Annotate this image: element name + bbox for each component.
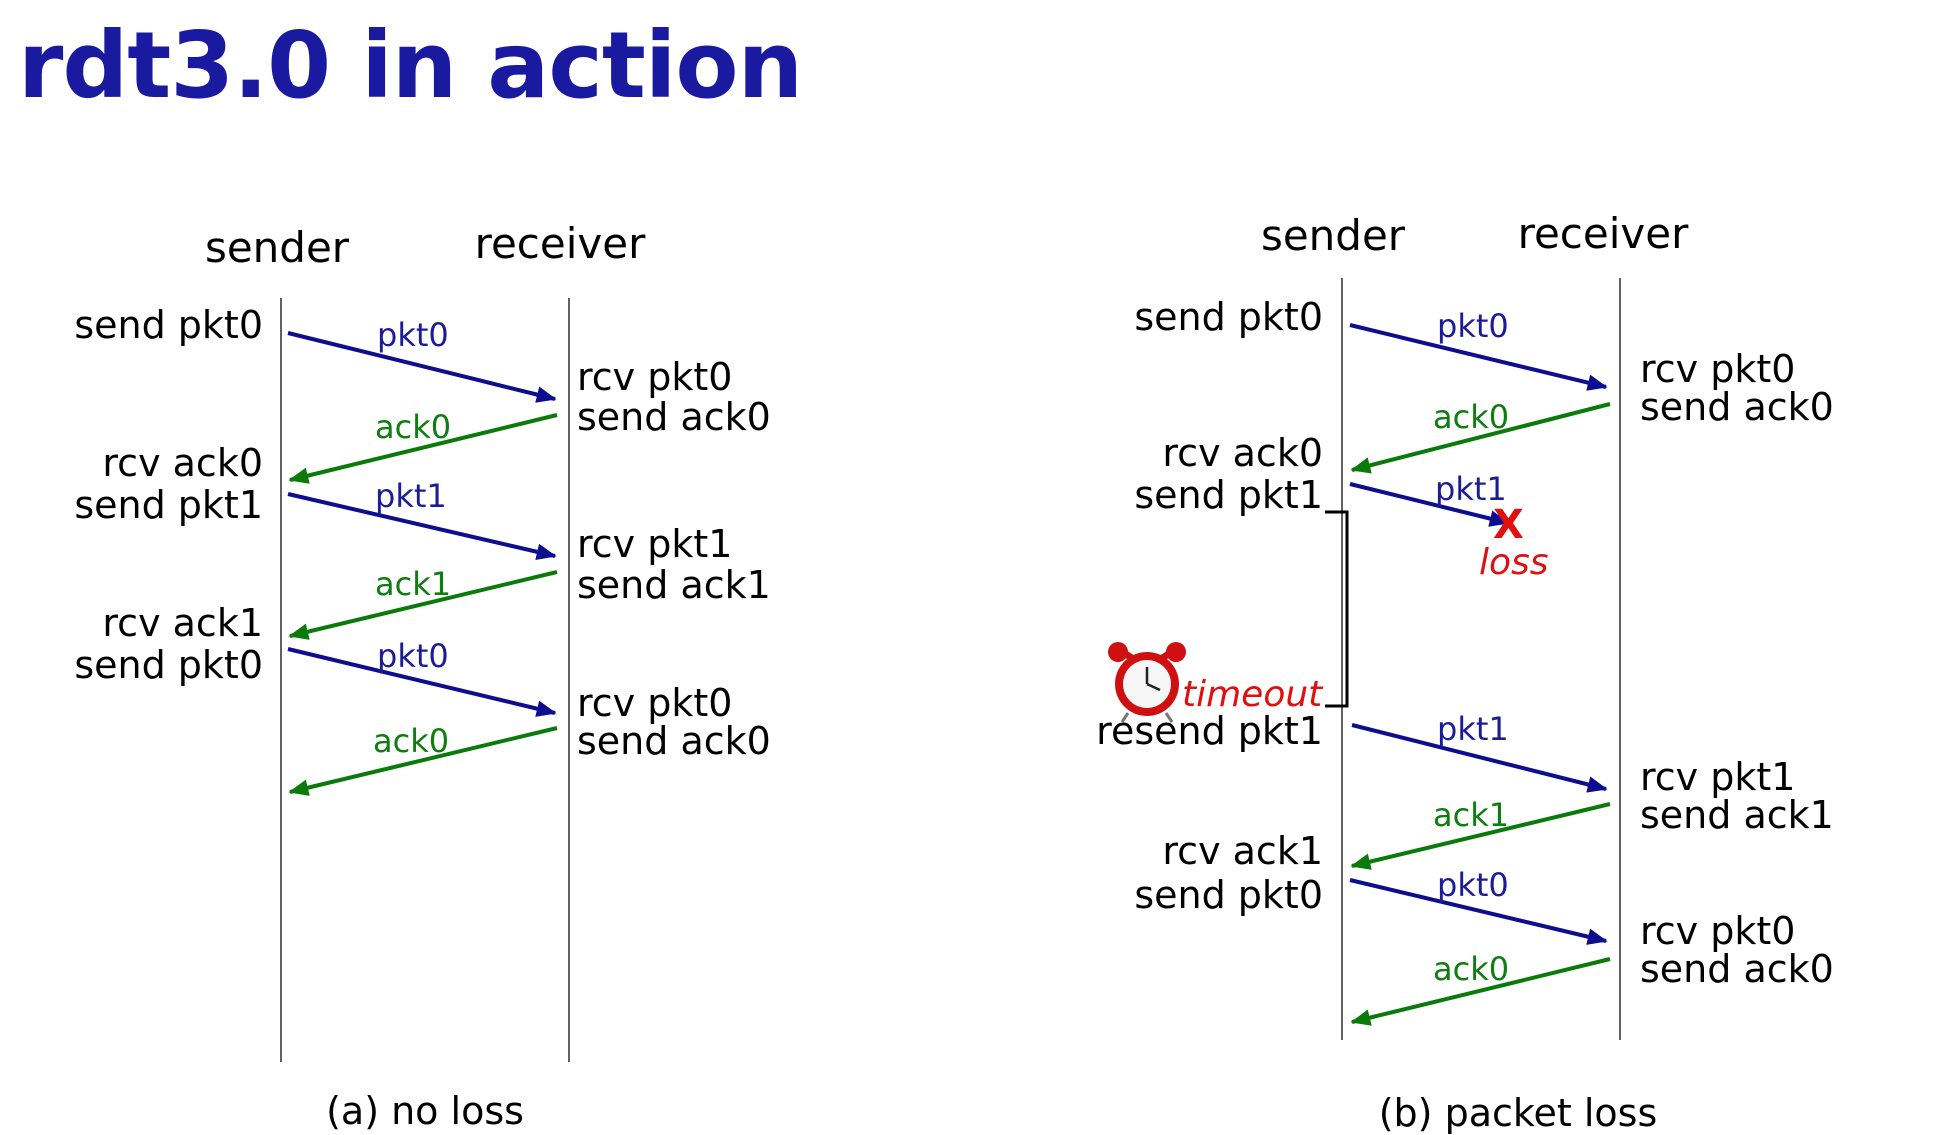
sender-event: send pkt0 [1134, 873, 1323, 917]
receiver-heading: receiver [1518, 209, 1689, 258]
sender-event: send pkt1 [74, 483, 263, 527]
receiver-heading: receiver [475, 219, 646, 268]
panel-b: sender receiver send pkt0 rcv ack0 send … [1096, 209, 1834, 1135]
receiver-event: send ack0 [1640, 947, 1834, 991]
pkt1-arrow [287, 492, 557, 560]
receiver-event: rcv pkt0 [577, 355, 732, 399]
receiver-event: send ack1 [577, 563, 771, 607]
loss-label: loss [1479, 542, 1549, 583]
pkt0-arrow [1349, 878, 1608, 945]
panel-caption: (b) packet loss [1379, 1091, 1658, 1135]
sender-event: send pkt0 [74, 643, 263, 687]
receiver-event: rcv pkt0 [1640, 347, 1795, 391]
message-label: pkt0 [1437, 866, 1509, 904]
timeout-label: timeout [1182, 674, 1324, 715]
panel-caption: (a) no loss [326, 1089, 524, 1133]
pkt0-arrow [1349, 323, 1608, 391]
message-label: pkt0 [377, 316, 449, 354]
message-label: pkt1 [1435, 470, 1507, 508]
receiver-event: send ack1 [1640, 793, 1834, 837]
sender-event: send pkt0 [74, 303, 263, 347]
ack0-arrow [1350, 402, 1611, 474]
ack0-arrow [288, 726, 558, 796]
panel-a: sender receiver send pkt0 rcv ack0 send … [74, 219, 771, 1133]
message-label: ack0 [1433, 950, 1509, 988]
timeout-bracket [1325, 510, 1349, 708]
ack0-arrow [288, 413, 558, 484]
receiver-event: rcv pkt0 [1640, 909, 1795, 953]
sender-event: send pkt0 [1134, 295, 1323, 339]
receiver-event: rcv pkt1 [1640, 755, 1795, 799]
sender-event: resend pkt1 [1096, 709, 1323, 753]
receiver-event: rcv pkt1 [577, 522, 732, 566]
alarm-clock-icon [1108, 642, 1186, 723]
sender-event: send pkt1 [1134, 473, 1323, 517]
message-label: ack0 [375, 408, 451, 446]
sender-heading: sender [1261, 211, 1406, 260]
receiver-event: send ack0 [577, 395, 771, 439]
ack1-arrow [288, 570, 558, 640]
receiver-event: send ack0 [1640, 385, 1834, 429]
sender-event: rcv ack1 [1162, 829, 1323, 873]
pkt1-arrow [1349, 482, 1510, 527]
loss-mark: X [1493, 502, 1524, 548]
sender-event: rcv ack0 [1162, 431, 1323, 475]
sender-event: rcv ack1 [102, 601, 263, 645]
message-label: ack1 [1433, 796, 1509, 834]
page-title: rdt3.0 in action [18, 12, 803, 119]
sender-heading: sender [205, 223, 350, 272]
ack0-arrow [1350, 957, 1611, 1026]
message-label: pkt0 [377, 637, 449, 675]
message-label: pkt1 [1437, 710, 1509, 748]
pkt1-resend-arrow [1351, 723, 1608, 793]
receiver-event: rcv pkt0 [577, 681, 732, 725]
message-label: pkt1 [375, 477, 447, 515]
message-label: pkt0 [1437, 307, 1509, 345]
pkt0-arrow [287, 647, 557, 717]
sender-event: rcv ack0 [102, 441, 263, 485]
message-label: ack1 [375, 565, 451, 603]
pkt0-arrow [287, 331, 557, 403]
message-label: ack0 [373, 722, 449, 760]
message-label: ack0 [1433, 398, 1509, 436]
ack1-arrow [1350, 802, 1611, 870]
receiver-event: send ack0 [577, 719, 771, 763]
